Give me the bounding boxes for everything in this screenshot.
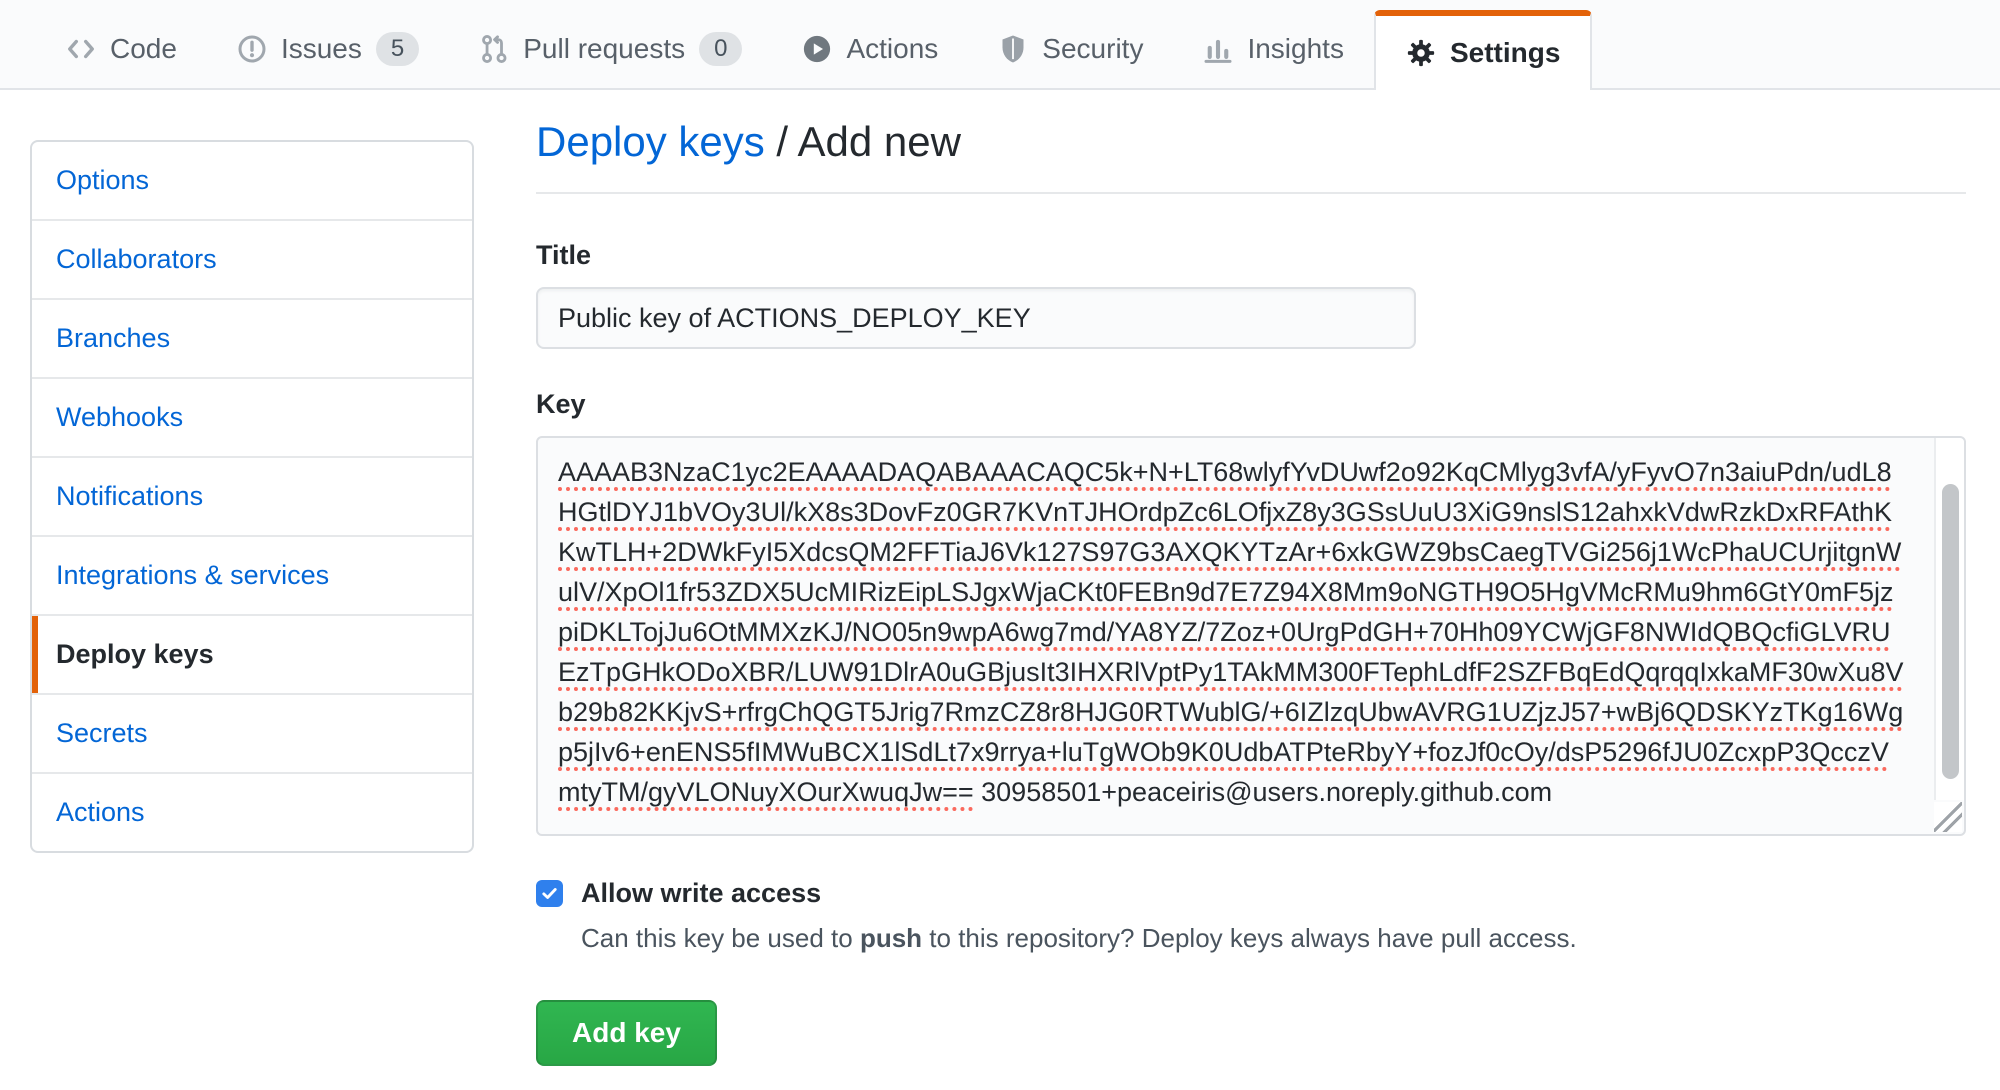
sidebar-item-branches[interactable]: Branches bbox=[32, 298, 472, 377]
gear-icon bbox=[1406, 38, 1436, 68]
add-key-button[interactable]: Add key bbox=[536, 1000, 717, 1066]
tab-label: Pull requests bbox=[523, 33, 686, 64]
tab-security[interactable]: Security bbox=[968, 10, 1173, 88]
page-title-rest: / Add new bbox=[764, 118, 961, 165]
sidebar-item-deploy-keys[interactable]: Deploy keys bbox=[32, 614, 472, 693]
pull-requests-count-badge: 0 bbox=[699, 31, 743, 67]
description-push-text: push bbox=[859, 923, 923, 953]
allow-write-access-checkbox[interactable] bbox=[536, 880, 563, 907]
sidebar-item-notifications[interactable]: Notifications bbox=[32, 456, 472, 535]
shield-icon bbox=[998, 34, 1028, 64]
tab-label: Code bbox=[110, 33, 177, 64]
allow-write-access-label[interactable]: Allow write access bbox=[581, 878, 822, 908]
tab-insights[interactable]: Insights bbox=[1173, 10, 1374, 88]
tab-actions[interactable]: Actions bbox=[772, 10, 968, 88]
tab-issues[interactable]: Issues 5 bbox=[207, 10, 449, 88]
sidebar-item-secrets[interactable]: Secrets bbox=[32, 693, 472, 772]
tab-label: Actions bbox=[846, 33, 939, 64]
page-title: Deploy keys / Add new bbox=[536, 118, 1966, 194]
sidebar-item-actions[interactable]: Actions bbox=[32, 772, 472, 851]
deploy-key-form-section: Deploy keys / Add new Title Key AAAAB3Nz… bbox=[536, 118, 1966, 1066]
title-input[interactable] bbox=[536, 287, 1416, 349]
tab-label: Insights bbox=[1247, 33, 1344, 64]
checkmark-icon bbox=[540, 884, 559, 903]
resize-handle-icon[interactable] bbox=[1934, 802, 1962, 832]
scrollbar-thumb[interactable] bbox=[1942, 484, 1959, 779]
title-field-label: Title bbox=[536, 240, 592, 270]
tab-pull-requests[interactable]: Pull requests 0 bbox=[449, 10, 772, 88]
description-text: to this repository? Deploy keys always h… bbox=[922, 923, 1577, 953]
sidebar-item-collaborators[interactable]: Collaborators bbox=[32, 219, 472, 298]
key-comment-text: 30958501+peaceiris@users.noreply.github.… bbox=[973, 777, 1553, 807]
key-textarea[interactable]: AAAAB3NzaC1yc2EAAAADAQABAAACAQC5k+N+LT68… bbox=[536, 436, 1966, 836]
deploy-keys-breadcrumb-link[interactable]: Deploy keys bbox=[536, 118, 765, 165]
issues-count-badge: 5 bbox=[375, 31, 420, 67]
repo-tab-nav: Code Issues 5 Pull bbox=[0, 0, 2000, 90]
scrollbar[interactable] bbox=[1934, 438, 1964, 800]
tab-settings[interactable]: Settings bbox=[1373, 10, 1593, 90]
key-field-label: Key bbox=[536, 389, 586, 419]
git-pull-request-icon bbox=[479, 34, 509, 64]
code-icon bbox=[66, 34, 96, 64]
tab-label: Security bbox=[1042, 33, 1144, 64]
tab-label: Issues bbox=[280, 33, 362, 64]
issue-opened-icon bbox=[237, 34, 267, 64]
sidebar-item-options[interactable]: Options bbox=[56, 165, 150, 195]
key-text: AAAAB3NzaC1yc2EAAAADAQABAAACAQC5k+N+LT68… bbox=[558, 457, 1904, 807]
write-access-description: Can this key be used to push to this rep… bbox=[581, 923, 1966, 954]
graph-icon bbox=[1203, 34, 1233, 64]
tab-code[interactable]: Code bbox=[36, 10, 207, 88]
description-text: Can this key be used to bbox=[581, 923, 860, 953]
settings-sidebar: Options Collaborators Branches Webhooks … bbox=[30, 140, 474, 853]
sidebar-item-integrations-services[interactable]: Integrations & services bbox=[32, 535, 472, 614]
tab-label: Settings bbox=[1449, 37, 1561, 68]
play-icon bbox=[802, 34, 832, 64]
sidebar-item-webhooks[interactable]: Webhooks bbox=[32, 377, 472, 456]
